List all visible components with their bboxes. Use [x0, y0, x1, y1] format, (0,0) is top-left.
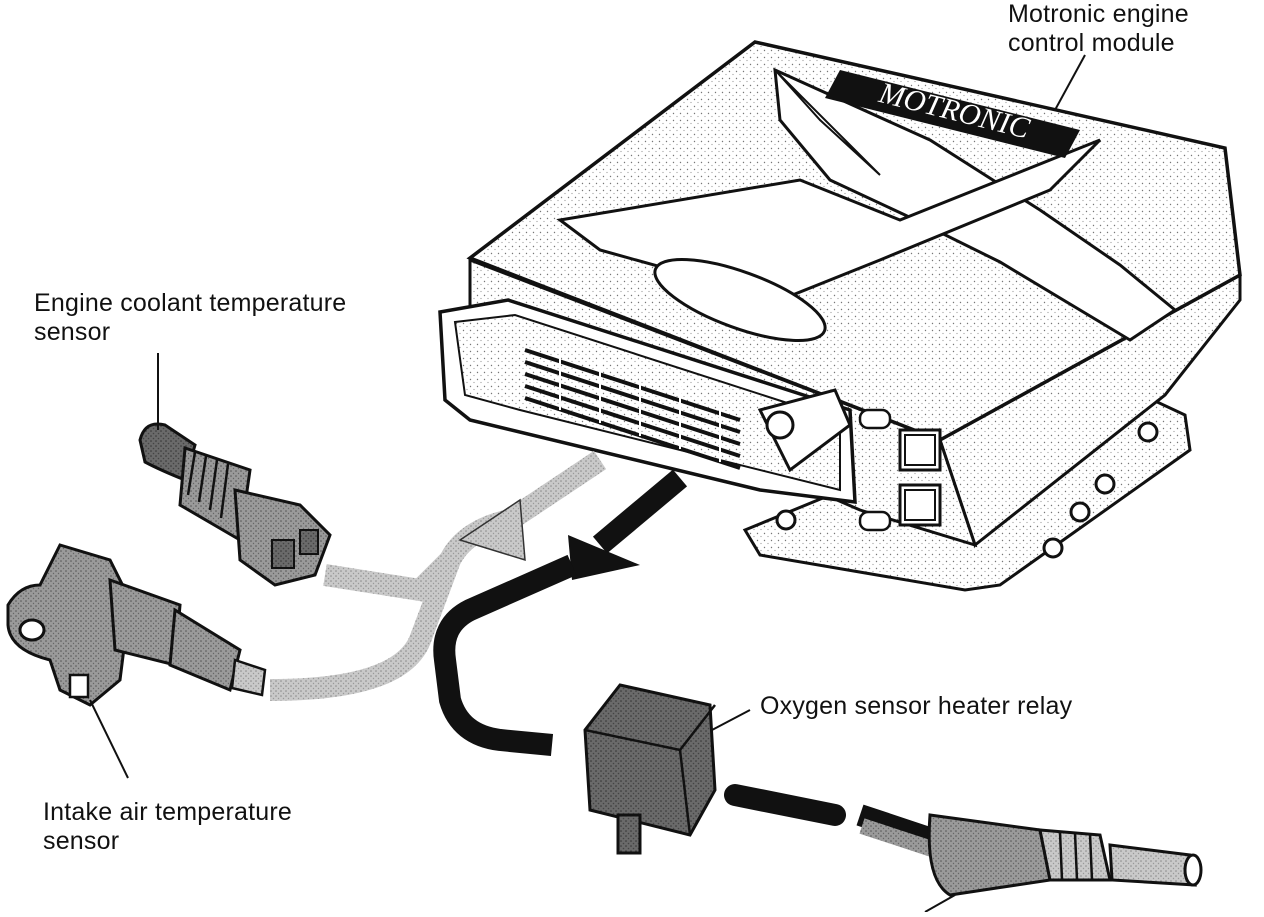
oxygen-sensor — [856, 804, 1203, 897]
ecm-module: MOTRONIC — [438, 40, 1242, 592]
coolant-temp-sensor — [138, 422, 332, 587]
label-coolant-sensor-line1: Engine coolant temperature — [34, 289, 347, 317]
oxygen-heater-relay — [583, 683, 717, 855]
label-intake-air-sensor-line1: Intake air temperature — [43, 798, 292, 826]
label-heater-relay: Oxygen sensor heater relay — [760, 692, 1072, 721]
label-coolant-sensor: Engine coolant temperature sensor — [34, 289, 346, 347]
label-ecm: Motronic engine control module — [1008, 0, 1189, 58]
leader-lines — [89, 54, 1086, 913]
signal-arrows — [269, 450, 846, 826]
label-intake-air-sensor-line2: sensor — [43, 827, 120, 855]
intake-air-temp-sensor — [6, 543, 267, 707]
label-heater-relay-line1: Oxygen sensor heater relay — [760, 692, 1073, 720]
label-coolant-sensor-line2: sensor — [34, 318, 111, 346]
label-ecm-line1: Motronic engine — [1008, 0, 1189, 28]
label-ecm-line2: control module — [1008, 29, 1175, 57]
label-intake-air-sensor: Intake air temperature sensor — [43, 798, 292, 856]
